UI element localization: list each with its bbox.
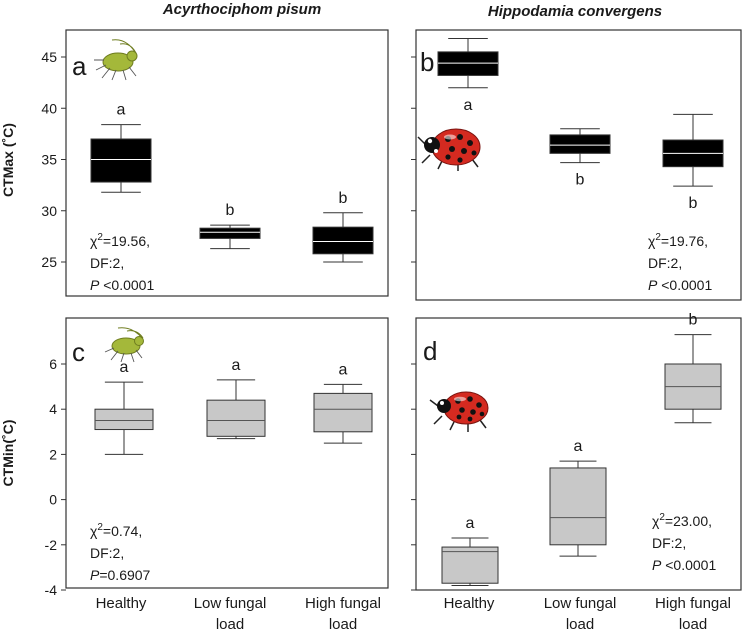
x-tick-label: load bbox=[566, 616, 594, 633]
ladybug-icon bbox=[429, 391, 489, 432]
panel-c-plot: -4 -2 0 2 4 6 a a a χ2=0.74, DF:2, P=0.6907 bbox=[45, 356, 373, 598]
significance-letter: b bbox=[689, 312, 698, 329]
aphid-icon bbox=[104, 327, 144, 363]
box-d-2: a bbox=[549, 438, 607, 557]
y-tick-label: 0 bbox=[49, 492, 57, 508]
panel-b-frame bbox=[415, 29, 742, 301]
y-tick-label: -4 bbox=[45, 582, 58, 598]
significance-letter: a bbox=[339, 361, 348, 378]
p-value-label: P <0.0001 bbox=[652, 557, 716, 573]
box-c-2: a bbox=[206, 357, 266, 440]
panel-a-plot: 25 30 35 40 45 a b b χ2=19.56, DF:2, P <0.0001 bbox=[41, 49, 374, 293]
box-body bbox=[94, 408, 154, 431]
species-title-right: Hippodamia convergens bbox=[488, 3, 662, 20]
aphid-icon bbox=[94, 39, 138, 81]
ladybug-icon bbox=[417, 128, 481, 171]
species-title-left: Acyrthociphom pisum bbox=[162, 1, 321, 18]
chi-square-label: χ2=0.74, bbox=[90, 522, 142, 539]
y-tick-label: 25 bbox=[41, 254, 57, 270]
x-tick-label: High fungal bbox=[305, 595, 381, 612]
significance-letter: a bbox=[120, 359, 129, 376]
box-body bbox=[549, 467, 607, 546]
box-body bbox=[549, 134, 611, 154]
significance-letter: a bbox=[117, 102, 126, 119]
significance-letter: b bbox=[689, 195, 698, 212]
box-c-3: a bbox=[313, 361, 373, 444]
box-d-1: a bbox=[441, 515, 499, 586]
p-value-label: P <0.0001 bbox=[648, 277, 712, 293]
x-tick-label: load bbox=[679, 616, 707, 633]
box-b-3: b bbox=[662, 113, 724, 212]
box-body bbox=[90, 138, 152, 183]
significance-letter: b bbox=[339, 190, 348, 207]
x-category-labels-left: Healthy Low fungal load High fungal load bbox=[96, 595, 381, 633]
significance-letter: a bbox=[466, 515, 475, 532]
y-tick-label: 2 bbox=[49, 446, 57, 462]
x-tick-label: Low fungal bbox=[194, 595, 267, 612]
box-body bbox=[441, 546, 499, 584]
p-value-label: P <0.0001 bbox=[90, 277, 154, 293]
chi-square-label: χ2=19.76, bbox=[648, 232, 708, 249]
panel-a-frame bbox=[65, 29, 389, 297]
y-tick-label: -2 bbox=[45, 537, 58, 553]
chi-square-label: χ2=23.00, bbox=[652, 512, 712, 529]
y-tick-label: 35 bbox=[41, 152, 57, 168]
box-a-3: b bbox=[312, 190, 374, 263]
significance-letter: b bbox=[226, 202, 235, 219]
significance-letter: a bbox=[574, 438, 583, 455]
box-a-2: b bbox=[199, 202, 261, 250]
panel-c-frame bbox=[65, 317, 389, 589]
y-axis-label-top: CTMax (˚C) bbox=[0, 123, 16, 197]
panel-letter-c: c bbox=[72, 337, 85, 367]
box-body bbox=[437, 51, 499, 76]
y-axis-label-bottom: CTMin(˚C) bbox=[0, 420, 16, 487]
x-tick-label: Healthy bbox=[96, 595, 147, 612]
y-tick-label: 4 bbox=[49, 401, 57, 417]
box-b-1: a bbox=[437, 38, 499, 114]
panel-letter-a: a bbox=[72, 51, 87, 81]
df-label: DF:2, bbox=[648, 255, 682, 271]
x-tick-label: Healthy bbox=[444, 595, 495, 612]
y-tick-label: 30 bbox=[41, 203, 57, 219]
p-value-label: P=0.6907 bbox=[90, 567, 151, 583]
significance-letter: b bbox=[576, 172, 585, 189]
box-body bbox=[199, 227, 261, 239]
panel-d-plot: a a b χ2=23.00, DF:2, P <0.0001 bbox=[411, 312, 722, 591]
x-tick-label: High fungal bbox=[655, 595, 731, 612]
y-tick-label: 45 bbox=[41, 49, 57, 65]
significance-letter: a bbox=[232, 357, 241, 374]
box-body bbox=[312, 226, 374, 255]
x-category-labels-right: Healthy Low fungal load High fungal load bbox=[444, 595, 731, 633]
df-label: DF:2, bbox=[90, 545, 124, 561]
x-tick-label: load bbox=[329, 616, 357, 633]
df-label: DF:2, bbox=[90, 255, 124, 271]
box-d-3: b bbox=[664, 312, 722, 424]
box-a-1: a bbox=[90, 102, 152, 193]
y-tick-label: 6 bbox=[49, 356, 57, 372]
box-c-1: a bbox=[94, 359, 154, 455]
box-b-2: b bbox=[549, 128, 611, 189]
box-body bbox=[206, 399, 266, 437]
panel-letter-b: b bbox=[420, 47, 434, 77]
box-body bbox=[313, 392, 373, 433]
y-tick-label: 40 bbox=[41, 100, 57, 116]
x-tick-label: Low fungal bbox=[544, 595, 617, 612]
significance-letter: a bbox=[464, 97, 473, 114]
df-label: DF:2, bbox=[652, 535, 686, 551]
chi-square-label: χ2=19.56, bbox=[90, 232, 150, 249]
x-tick-label: load bbox=[216, 616, 244, 633]
panel-b-plot: a b b χ2=19.76, DF:2, P <0.0001 bbox=[411, 38, 724, 293]
panel-letter-d: d bbox=[423, 336, 437, 366]
